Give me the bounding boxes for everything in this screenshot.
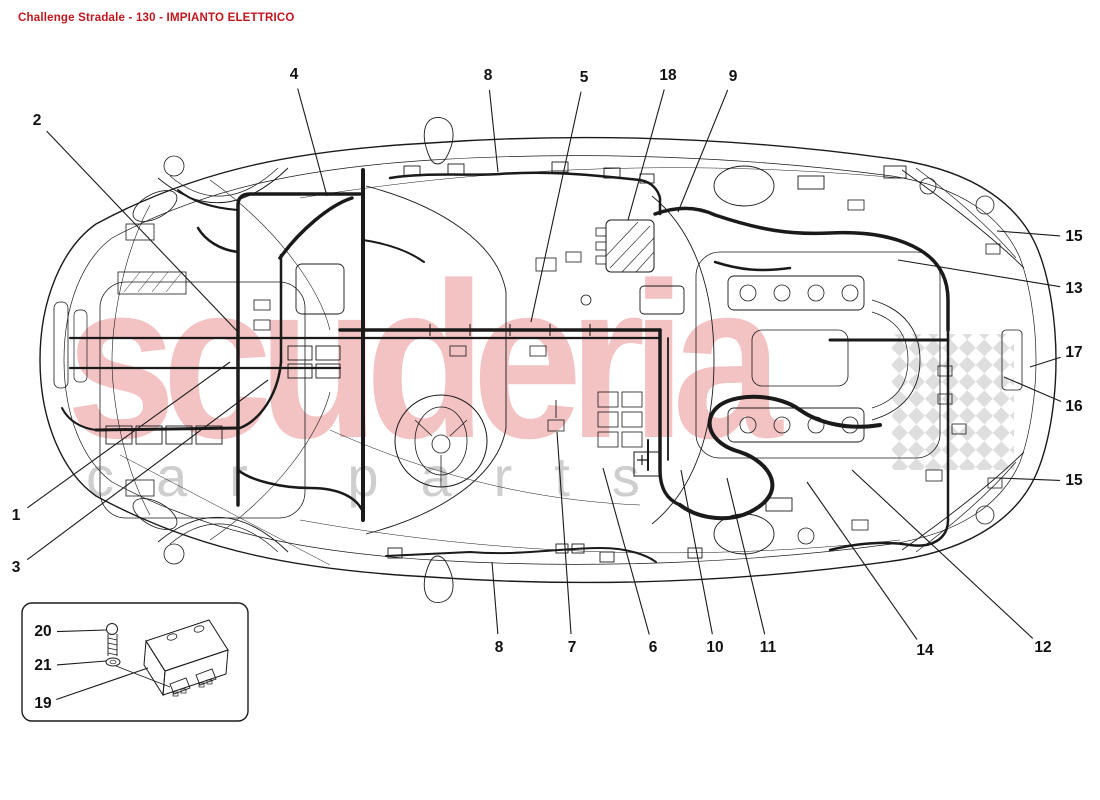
component-drawings: [53, 155, 1023, 565]
car-outline: [39, 117, 1057, 603]
wiring-harness: [61, 168, 950, 563]
inset-detail-box: [21, 602, 249, 722]
page-title: Challenge Stradale - 130 - IMPIANTO ELET…: [18, 12, 295, 24]
